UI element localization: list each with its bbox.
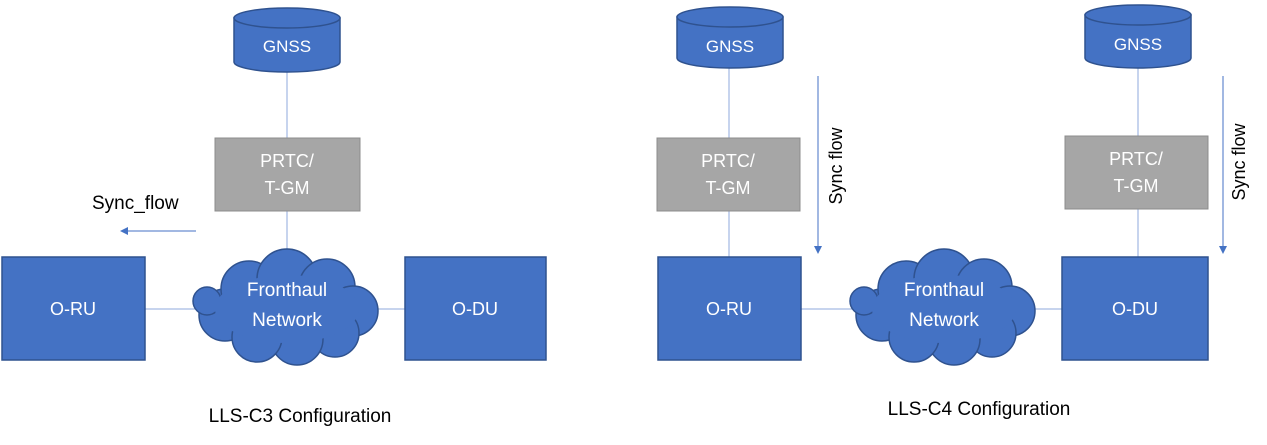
- prtc-box-a: PRTC/ T-GM: [656, 137, 801, 212]
- gnss-cylinder: GNSS: [233, 7, 341, 73]
- fronthaul-c4-label-line2: Network: [909, 310, 979, 331]
- oru-label-c4: O-RU: [706, 299, 752, 319]
- odu-box-c4: O-DU: [1061, 256, 1209, 361]
- oru-label: O-RU: [50, 299, 96, 319]
- oru-box: O-RU: [1, 256, 146, 361]
- lls-c4-group: GNSS GNSS PRTC/ T-GM PRTC/ T-GM Sync flo…: [656, 4, 1249, 420]
- fronthaul-label-line1: Fronthaul: [247, 280, 327, 301]
- prtc-box: PRTC/ T-GM: [214, 137, 361, 212]
- gnss-cylinder-a: GNSS: [676, 6, 784, 69]
- sync-flow-label-a: Sync flow: [826, 126, 846, 204]
- fronthaul-cloud-c4: Fronthaul Network: [849, 248, 1036, 366]
- fronthaul-cloud: Fronthaul Network: [192, 248, 379, 366]
- odu-box: O-DU: [404, 256, 547, 361]
- lls-c3-group: GNSS PRTC/ T-GM Sync_flow O-RU Fronthaul…: [1, 7, 547, 427]
- caption-lls-c4: LLS-C4 Configuration: [888, 399, 1071, 420]
- prtc-a-label-line2: T-GM: [706, 178, 751, 198]
- sync-flow-label-b: Sync flow: [1229, 122, 1249, 200]
- prtc-label-line2: T-GM: [265, 178, 310, 198]
- prtc-a-label-line1: PRTC/: [701, 151, 755, 171]
- gnss-label: GNSS: [263, 37, 311, 56]
- oru-box-c4: O-RU: [657, 256, 802, 361]
- fronthaul-c4-label-line1: Fronthaul: [904, 280, 984, 301]
- odu-label-c4: O-DU: [1112, 299, 1158, 319]
- gnss-cylinder-b: GNSS: [1084, 4, 1192, 69]
- sync-flow-label: Sync_flow: [92, 193, 179, 214]
- gnss-b-label: GNSS: [1114, 35, 1162, 54]
- prtc-b-label-line1: PRTC/: [1109, 149, 1163, 169]
- caption-lls-c3: LLS-C3 Configuration: [209, 406, 392, 427]
- prtc-label-line1: PRTC/: [260, 151, 314, 171]
- prtc-b-label-line2: T-GM: [1114, 176, 1159, 196]
- prtc-box-b: PRTC/ T-GM: [1064, 135, 1209, 210]
- odu-label: O-DU: [452, 299, 498, 319]
- gnss-a-label: GNSS: [706, 37, 754, 56]
- fronthaul-label-line2: Network: [252, 310, 322, 331]
